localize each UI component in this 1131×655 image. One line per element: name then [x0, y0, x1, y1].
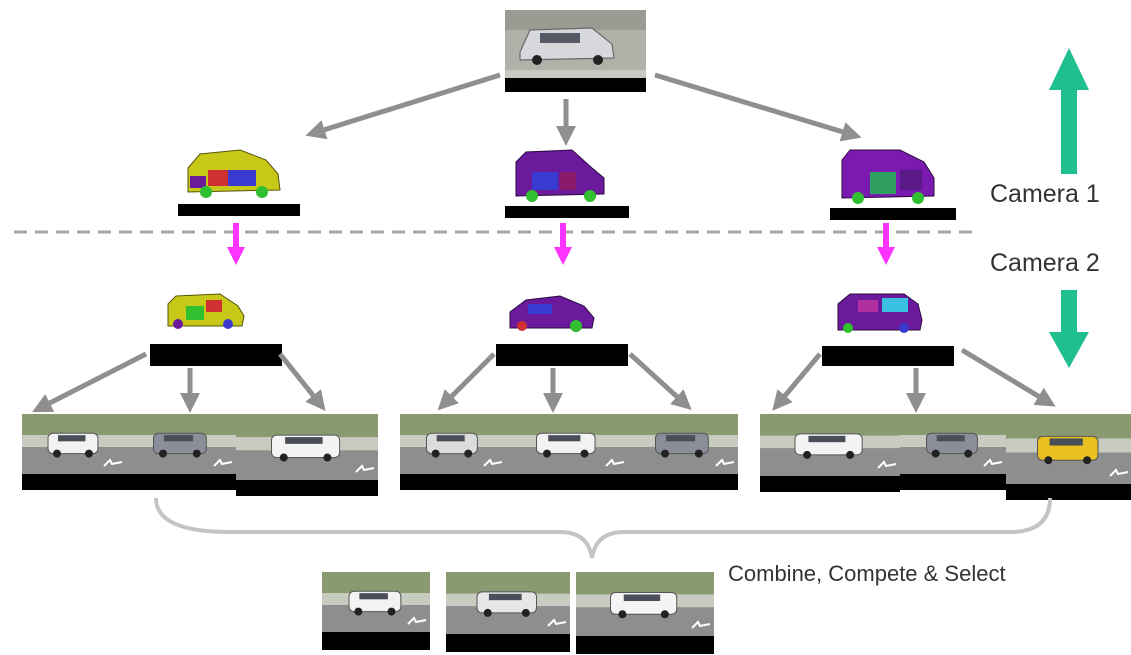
selected-image-1 — [322, 572, 430, 650]
camera-2-label: Camera 2 — [990, 249, 1100, 277]
model-to-candidate-arrows — [31, 347, 1056, 413]
camera-1-label: Camera 1 — [990, 180, 1100, 208]
combine-select-label: Combine, Compete & Select — [728, 561, 1006, 586]
candidate-image-4 — [400, 414, 506, 490]
model-left-cam1 — [178, 149, 300, 216]
candidate-image-5 — [506, 414, 628, 490]
model-right-cam1 — [830, 149, 956, 220]
candidate-image-row — [22, 414, 1131, 500]
query-to-model-arrows — [305, 72, 862, 146]
query-image — [505, 10, 646, 92]
selected-image-3 — [576, 572, 714, 654]
model-middle-cam1 — [505, 149, 629, 218]
camera-transfer-arrows — [227, 223, 895, 265]
candidate-image-2 — [126, 414, 236, 490]
candidate-image-1 — [22, 414, 126, 490]
model-left-cam2 — [150, 293, 282, 366]
teal-up-arrow-icon — [1049, 48, 1089, 174]
candidate-image-8 — [900, 414, 1006, 490]
candidate-image-9 — [1006, 414, 1131, 500]
candidate-image-7 — [760, 414, 900, 492]
selected-image-row — [322, 572, 714, 654]
model-middle-cam2 — [496, 295, 628, 366]
candidate-image-6 — [628, 414, 738, 490]
candidate-image-3 — [236, 414, 378, 496]
selection-brace — [154, 497, 1052, 559]
model-right-cam2 — [822, 293, 954, 366]
selected-image-2 — [446, 572, 570, 652]
teal-down-arrow-icon — [1049, 290, 1089, 368]
